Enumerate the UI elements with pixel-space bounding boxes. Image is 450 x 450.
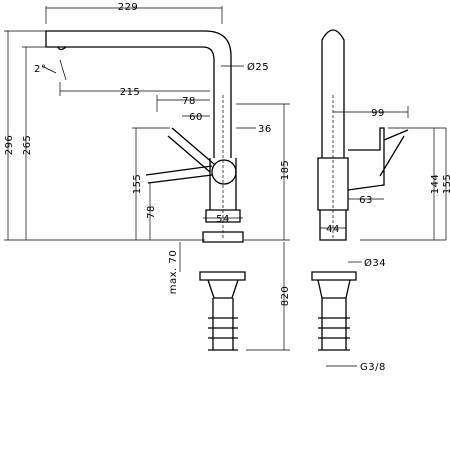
side-view: 99 63 144 155 44 Ø34 G3/8 [311, 29, 450, 373]
side-mounting [311, 271, 357, 299]
dim-side-63: 63 [359, 195, 373, 206]
dim-lever-155: 155 [132, 174, 143, 195]
dim-body-36: 36 [258, 124, 272, 135]
base-plate [202, 231, 244, 243]
side-hoses [318, 298, 350, 351]
dim-base-54: 54 [216, 214, 230, 225]
front-lever [145, 127, 215, 184]
dim-spout-diameter: Ø25 [247, 61, 269, 73]
dim-side-144: 144 [430, 174, 441, 195]
front-mounting [199, 271, 246, 299]
dim-lever-60: 60 [189, 112, 203, 123]
dim-185: 185 [280, 160, 291, 181]
front-view: 229 Ø25 2° 215 78 60 36 296 265 155 [4, 2, 291, 351]
dim-lever-78-vertical: 78 [146, 205, 157, 219]
dim-side-155: 155 [442, 174, 450, 195]
dim-side-44: 44 [326, 224, 340, 235]
side-spout [321, 29, 345, 158]
dim-side-99: 99 [371, 108, 385, 119]
dim-lever-78: 78 [182, 96, 196, 107]
dim-215: 215 [120, 87, 141, 98]
spout-outlet [45, 30, 67, 51]
dim-shank-820: 820 [280, 286, 291, 307]
lever-hub [211, 159, 237, 185]
dim-side-diameter: Ø34 [364, 257, 386, 269]
dim-outlet-angle: 2° [34, 64, 46, 75]
dim-265: 265 [22, 135, 33, 156]
side-body [317, 157, 349, 241]
front-hoses [208, 298, 238, 351]
spout-outline [50, 30, 232, 158]
dim-max-70: max. 70 [168, 250, 179, 294]
dim-229: 229 [118, 2, 139, 13]
side-lever [347, 127, 409, 191]
dim-thread: G3/8 [360, 362, 386, 373]
dim-296: 296 [4, 135, 15, 156]
